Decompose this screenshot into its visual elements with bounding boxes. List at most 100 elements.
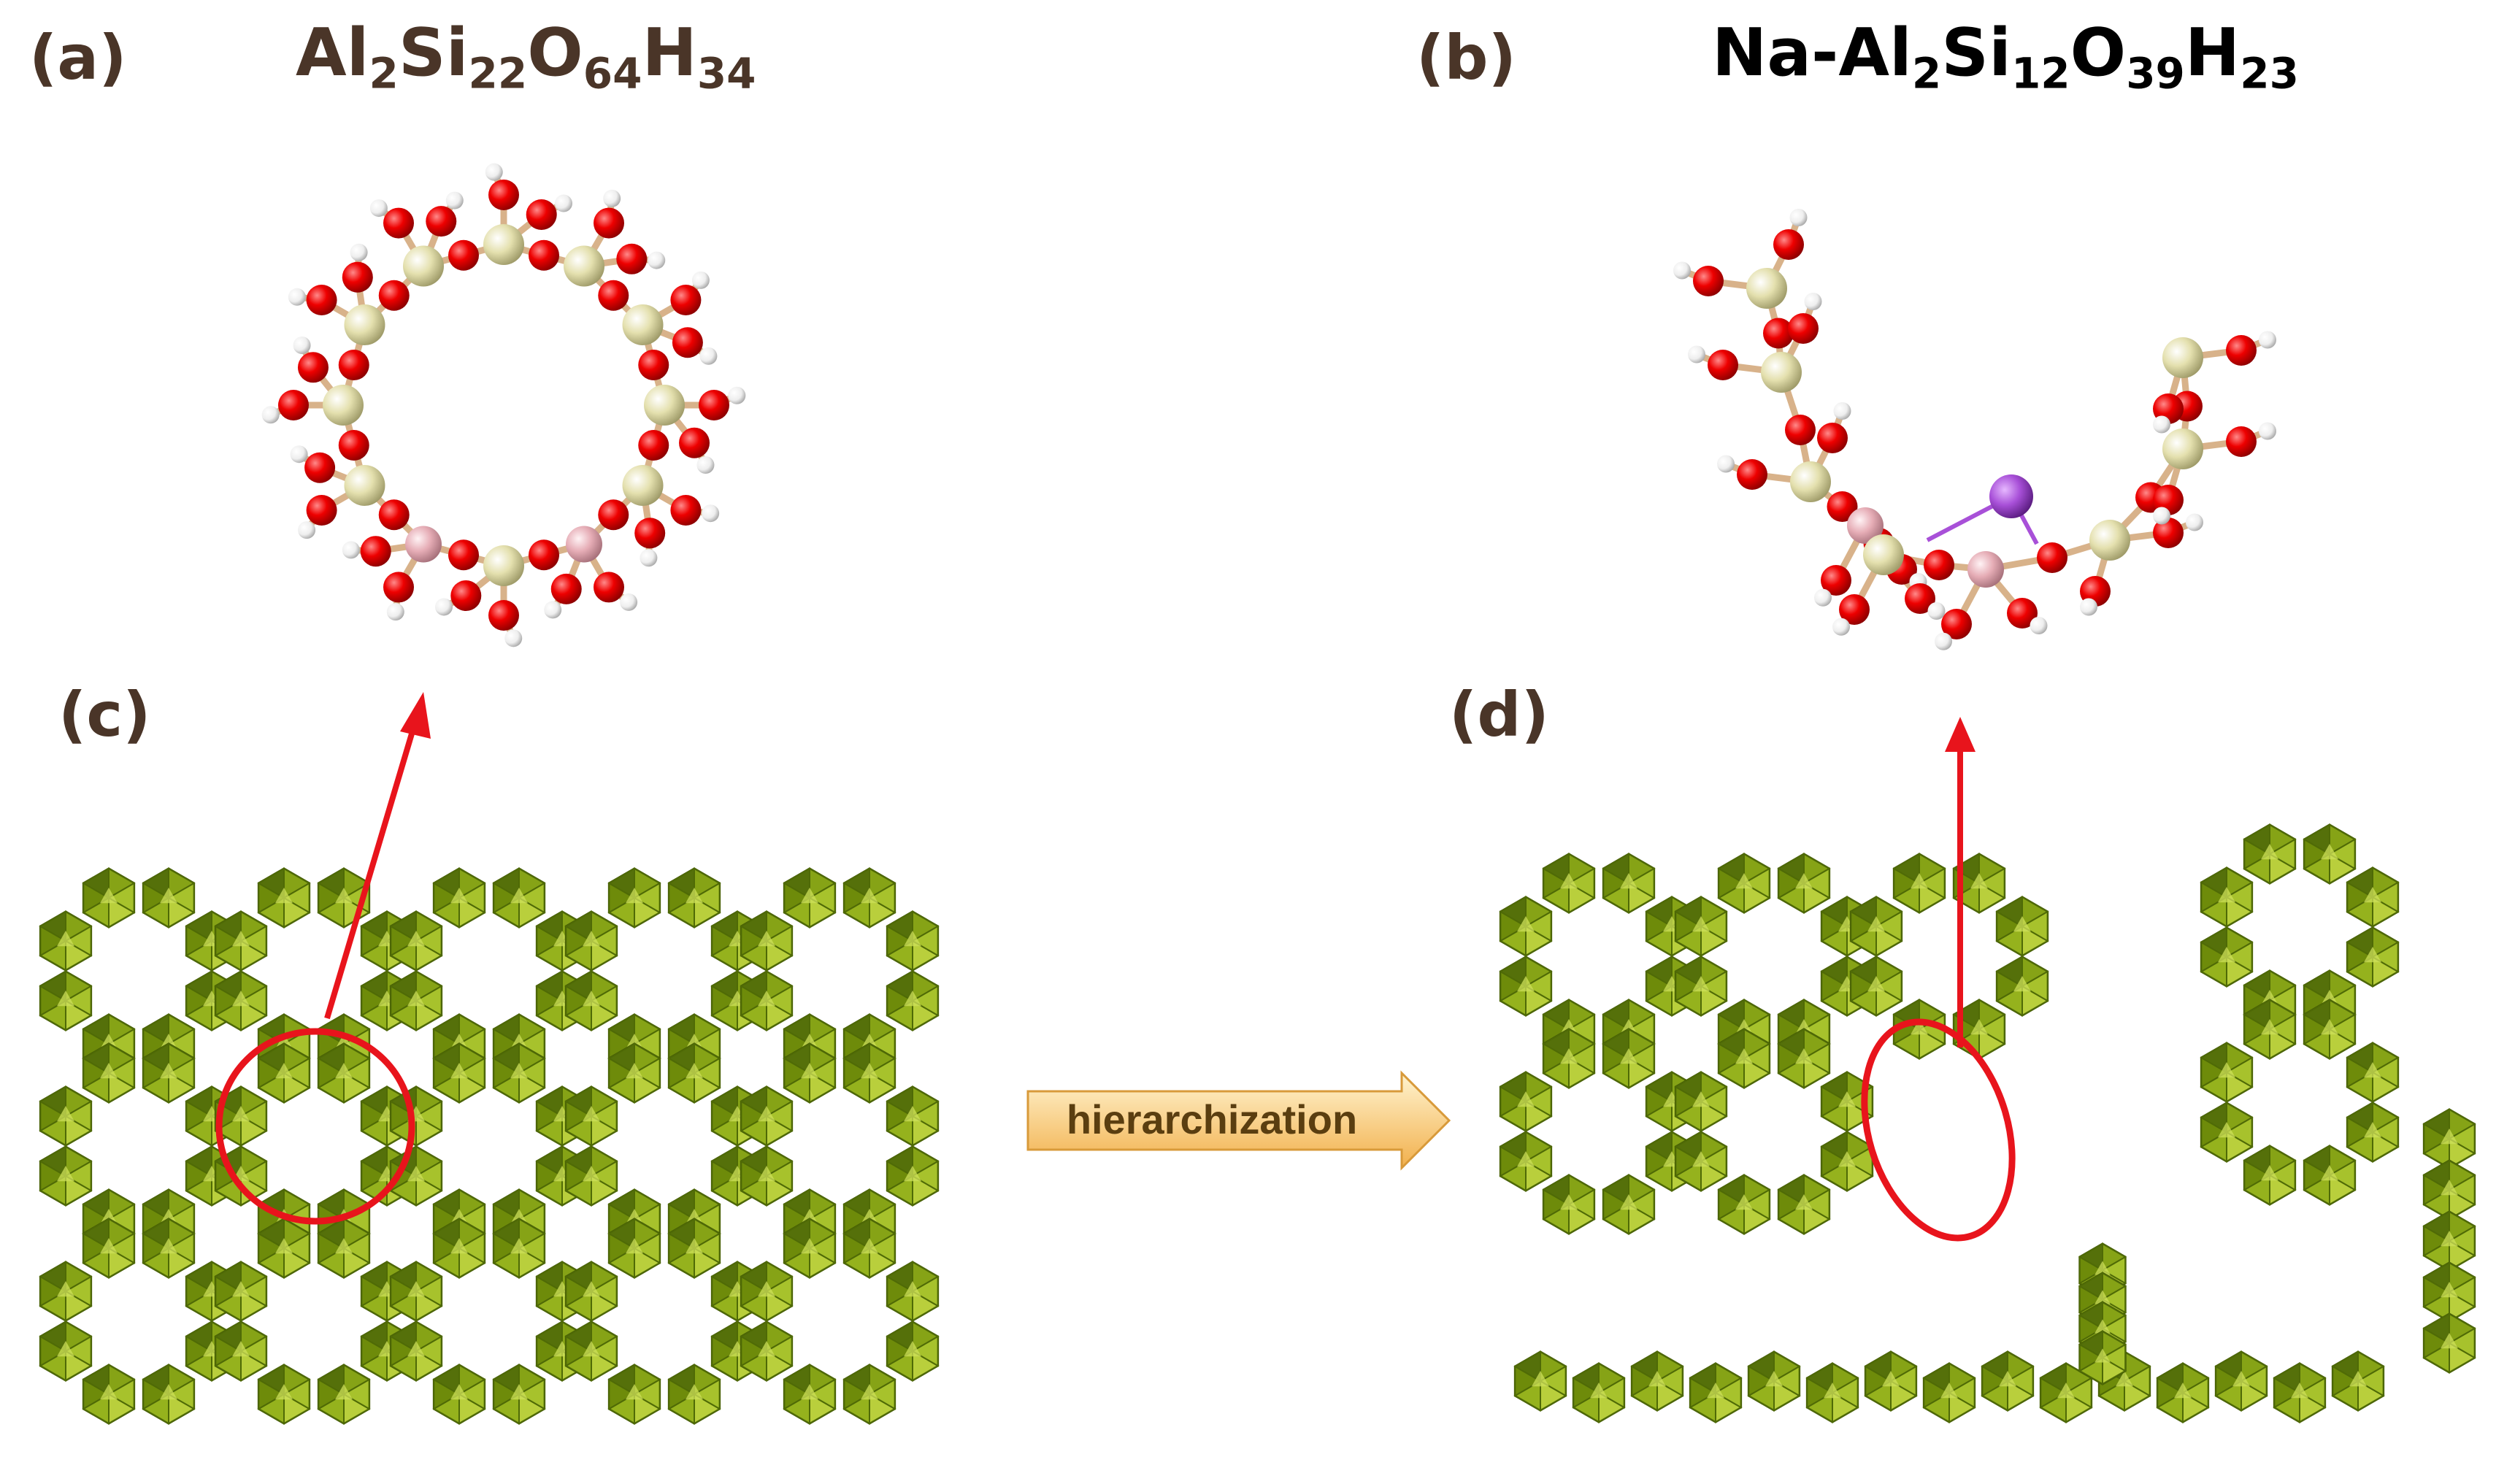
panel-label-b: (b) bbox=[1416, 22, 1516, 93]
oxygen-atom bbox=[306, 495, 337, 526]
framework-cage bbox=[2200, 1042, 2254, 1103]
hydrogen-atom bbox=[1935, 632, 1952, 650]
hydrogen-atom bbox=[555, 194, 573, 212]
panel-label-a: (a) bbox=[29, 22, 127, 93]
hydrogen-atom bbox=[290, 445, 308, 464]
hydrogen-atom bbox=[1804, 293, 1822, 310]
silicon-atom bbox=[344, 465, 385, 506]
framework-cage bbox=[2243, 1145, 2297, 1206]
framework-cage bbox=[2422, 1312, 2476, 1374]
framework-cage bbox=[2303, 999, 2357, 1060]
framework-cage bbox=[2331, 1350, 2385, 1412]
formula-element: Al bbox=[296, 15, 369, 91]
oxygen-atom bbox=[488, 180, 519, 210]
framework-cage bbox=[389, 1320, 443, 1382]
oxygen-atom bbox=[426, 206, 457, 237]
framework-cage bbox=[257, 1042, 311, 1104]
framework-cage bbox=[1513, 1350, 1567, 1412]
framework-cage bbox=[214, 970, 268, 1031]
highlight-ellipse-c bbox=[215, 1028, 415, 1225]
framework-cage bbox=[317, 1218, 371, 1279]
framework-cage bbox=[2214, 1350, 2268, 1412]
hierarchical-framework bbox=[1499, 823, 2476, 1423]
framework-cage bbox=[492, 1042, 546, 1104]
oxygen-atom bbox=[1924, 550, 1954, 580]
silicon-atom bbox=[344, 304, 385, 345]
framework-cage bbox=[257, 1218, 311, 1279]
silicon-atom bbox=[403, 245, 444, 287]
framework-cage bbox=[214, 1085, 268, 1147]
oxygen-atom bbox=[360, 536, 391, 567]
aluminum-atom bbox=[1967, 551, 2004, 588]
oxygen-atom bbox=[1817, 423, 1848, 453]
oxygen-atom bbox=[1763, 318, 1794, 349]
framework-cage bbox=[1602, 1028, 1656, 1089]
framework-cage bbox=[886, 970, 940, 1031]
framework-cage bbox=[142, 1042, 196, 1104]
framework-cage bbox=[2273, 1362, 2327, 1423]
hydrogen-atom bbox=[2186, 513, 2203, 531]
framework-cage bbox=[1864, 1350, 1918, 1412]
framework-cage bbox=[257, 867, 311, 929]
cluster-ring-model bbox=[261, 163, 746, 647]
hydrogen-atom bbox=[386, 603, 404, 621]
framework-cage bbox=[667, 1218, 721, 1279]
hydrogen-atom bbox=[2030, 617, 2048, 634]
oxygen-atom bbox=[1905, 583, 1935, 614]
framework-cage bbox=[1892, 853, 1946, 914]
framework-cage bbox=[842, 867, 896, 929]
oxygen-atom bbox=[342, 261, 373, 293]
framework-cage bbox=[886, 910, 940, 972]
framework-cage bbox=[1572, 1362, 1626, 1423]
silicon-atom bbox=[564, 245, 604, 287]
framework-cage bbox=[1849, 896, 1903, 957]
zeolite-framework bbox=[39, 867, 940, 1425]
aluminum-atom bbox=[405, 526, 442, 563]
hydrogen-atom bbox=[2259, 331, 2276, 349]
framework-cage bbox=[740, 1085, 794, 1147]
hydrogen-atom bbox=[1927, 602, 1946, 620]
hydrogen-atom bbox=[2080, 598, 2097, 616]
framework-cage bbox=[82, 1218, 136, 1279]
formula-element: O bbox=[2070, 15, 2127, 91]
framework-cage bbox=[2303, 1145, 2357, 1206]
hydrogen-atom bbox=[728, 386, 746, 404]
oxygen-atom bbox=[450, 580, 482, 612]
framework-cage bbox=[1542, 853, 1596, 914]
hydrogen-atom bbox=[1717, 455, 1735, 473]
framework-cage bbox=[1777, 1028, 1831, 1089]
framework-cage bbox=[39, 910, 93, 972]
formula-subscript: 2 bbox=[1911, 48, 1942, 99]
framework-cage bbox=[1717, 1174, 1771, 1235]
framework-cage bbox=[783, 1218, 837, 1279]
sodium-atom bbox=[1989, 474, 2033, 518]
oxygen-atom bbox=[383, 207, 414, 239]
oxygen-atom bbox=[383, 572, 414, 603]
hydrogen-atom bbox=[702, 504, 720, 523]
cluster-fragment-model bbox=[1673, 209, 2276, 650]
oxygen-atom bbox=[306, 285, 337, 315]
hydrogen-atom bbox=[445, 191, 464, 209]
oxygen-atom bbox=[529, 239, 559, 271]
framework-cage bbox=[886, 1320, 940, 1382]
highlight-ellipse-d bbox=[1861, 1018, 2016, 1242]
framework-cage bbox=[1805, 1362, 1859, 1423]
hydrogen-atom bbox=[1833, 402, 1851, 420]
hydrogen-atom bbox=[648, 251, 666, 269]
formula-element: Si bbox=[1941, 15, 2011, 91]
framework-cage bbox=[1952, 853, 2006, 914]
formula-subscript: 34 bbox=[696, 48, 756, 99]
oxygen-atom bbox=[638, 350, 669, 380]
framework-cage bbox=[1674, 1131, 1728, 1192]
framework-cage bbox=[564, 970, 618, 1031]
oxygen-atom bbox=[448, 539, 479, 571]
hydrogen-atom bbox=[485, 163, 503, 181]
framework-cage bbox=[607, 1364, 661, 1425]
oxygen-atom bbox=[2153, 518, 2184, 548]
formula-subscript: 22 bbox=[468, 48, 528, 99]
framework-cage bbox=[607, 1218, 661, 1279]
formula-subscript: 64 bbox=[583, 48, 642, 99]
framework-cage bbox=[740, 970, 794, 1031]
silicon-atom bbox=[2162, 428, 2203, 469]
oxygen-atom bbox=[297, 352, 329, 383]
